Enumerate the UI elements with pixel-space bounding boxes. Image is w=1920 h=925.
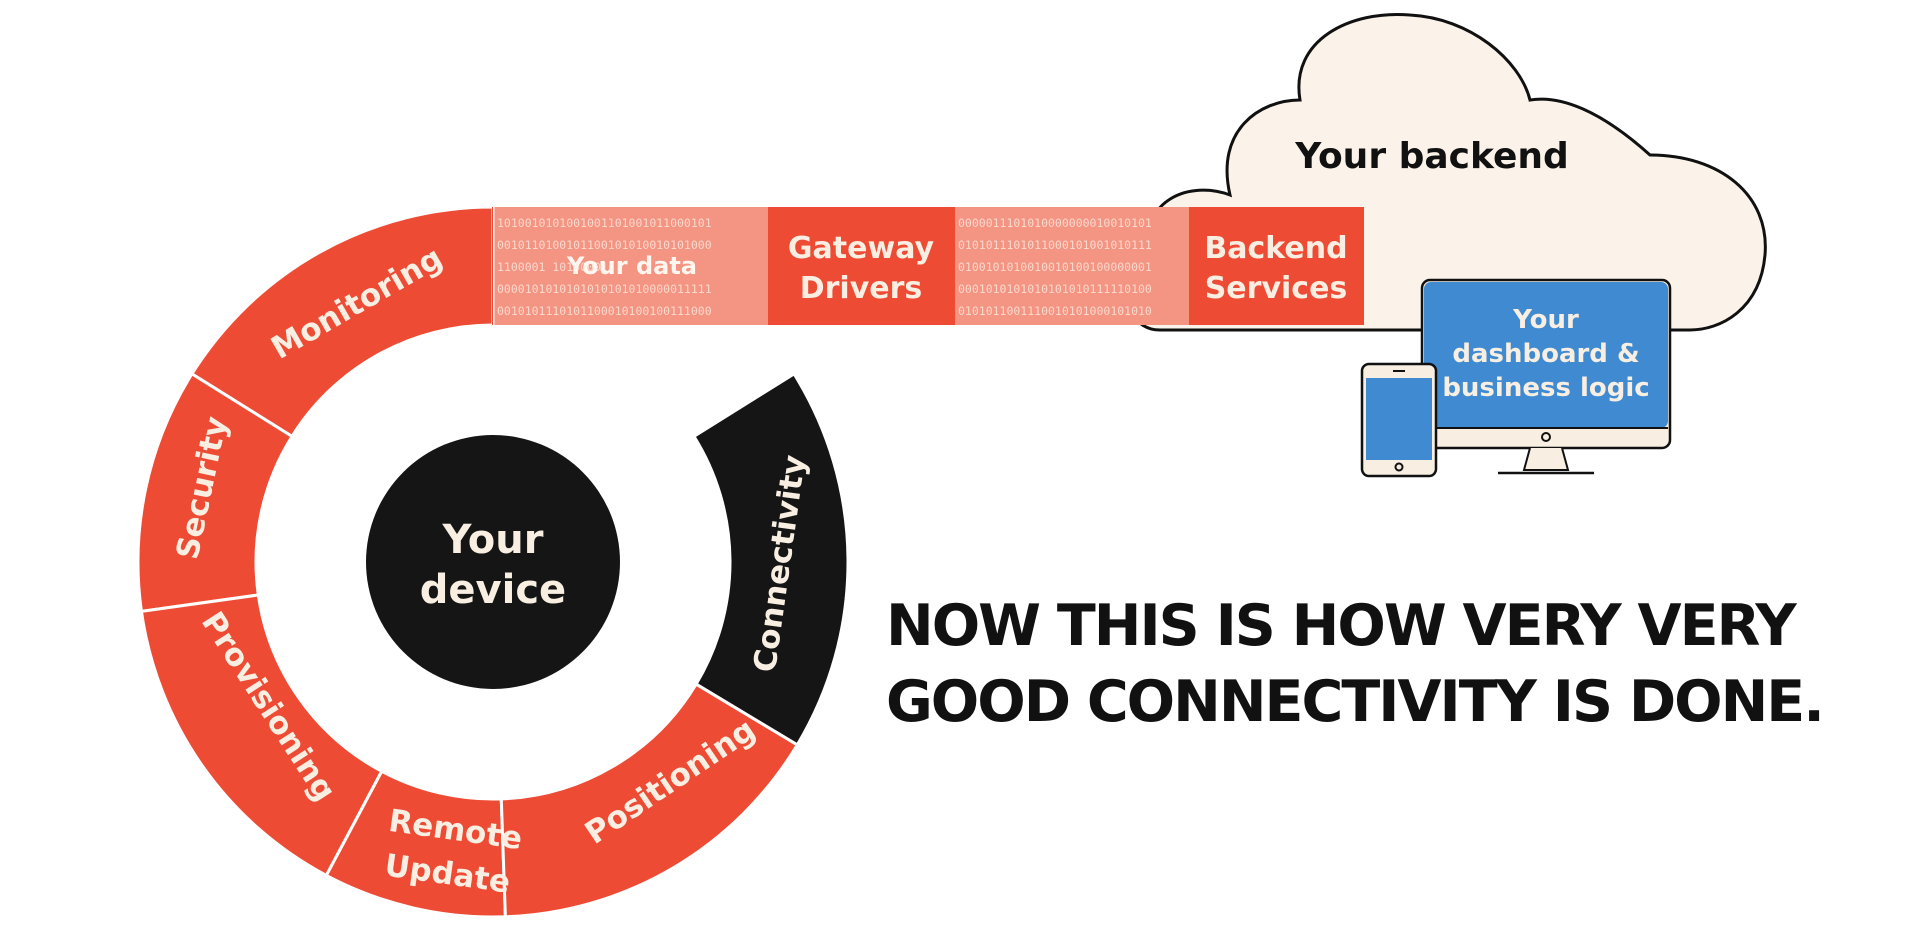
capability-ring (136, 205, 850, 919)
device-label-line2: device (420, 567, 566, 613)
gateway-drivers-box (768, 207, 955, 325)
device-label-line1: Your (442, 517, 544, 563)
gateway-label-line1: Gateway (788, 231, 935, 266)
monitor-icon (1420, 278, 1672, 475)
backend-label-line2: Services (1205, 271, 1348, 306)
dashboard-label-line3: business logic (1442, 373, 1649, 403)
gateway-label-line2: Drivers (800, 271, 923, 306)
binary-stream-left: 1010010101001001101001011000101 00101101… (497, 216, 712, 318)
data-band-right (955, 207, 1189, 325)
binary-row: 1100001 10100001 (497, 260, 608, 274)
headline-line2: GOOD CONNECTIVITY IS DONE. (886, 669, 1825, 735)
binary-row: 0100101010010010100100000001 (958, 260, 1152, 274)
binary-row: 0001010101010101010111110100 (958, 282, 1152, 296)
ring-segment-provisioning (139, 593, 384, 878)
binary-row: 0010110100101100101010010101000 (497, 238, 712, 252)
dashboard-label-line2: dashboard & (1452, 339, 1639, 369)
binary-row: 0101011001110010101000101010 (958, 304, 1152, 318)
ring-connector (492, 207, 493, 325)
backend-services-box (1189, 207, 1364, 325)
backend-label-line1: Backend (1204, 231, 1347, 266)
ring-segment-positioning (499, 682, 800, 919)
device-circle (366, 435, 620, 689)
binary-row: 1010010101001001101001011000101 (497, 216, 712, 230)
binary-row: 0000101010101010101010000011111 (497, 282, 712, 296)
binary-row: 0000011101010000000010010101 (958, 216, 1152, 230)
binary-stream-right: 0000011101010000000010010101 01010111010… (958, 216, 1152, 318)
binary-row: 0010101110101100010100100111000 (497, 304, 712, 318)
data-band-left (490, 207, 768, 325)
dashboard-label-line1: Your (1512, 305, 1579, 335)
headline-line1: NOW THIS IS HOW VERY VERY (886, 593, 1797, 659)
your-data-label: Your data (566, 252, 697, 280)
headline: NOW THIS IS HOW VERY VERY GOOD CONNECTIV… (886, 588, 1886, 740)
cloud-title: Your backend (1294, 136, 1569, 177)
ring-segment-connectivity (691, 371, 850, 747)
ring-segment-remote-update (324, 769, 507, 919)
binary-row: 0101011101011000101001010111 (958, 238, 1152, 252)
ring-segment-security (136, 371, 295, 614)
tablet-icon (1360, 362, 1438, 478)
